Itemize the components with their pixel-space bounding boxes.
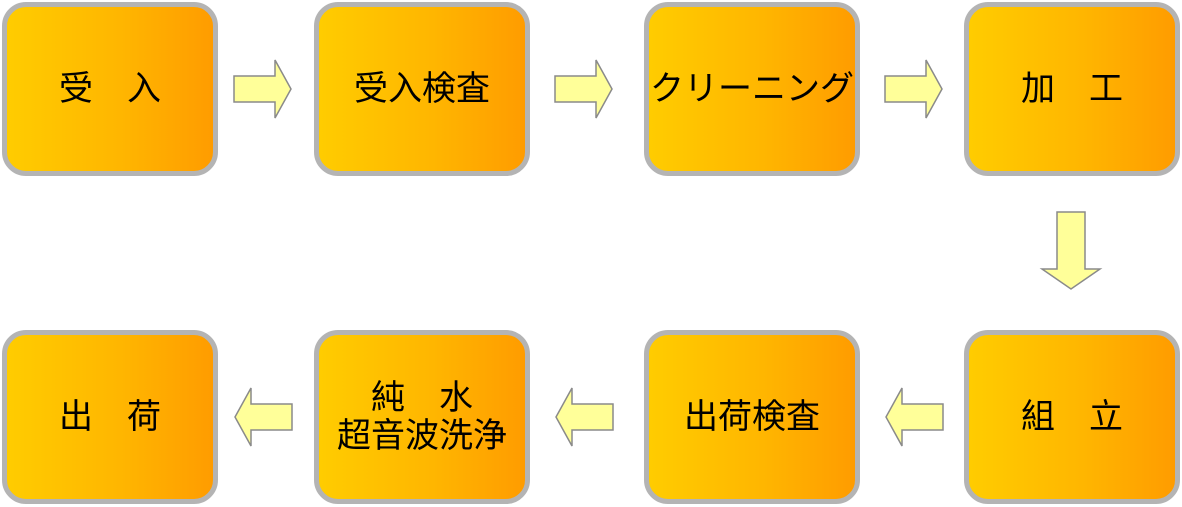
step-label-shipping-inspection: 出荷検査 (684, 397, 820, 437)
step-box-shipping: 出 荷 (2, 330, 218, 504)
arrow-left-icon (555, 387, 614, 447)
step-label-shipping: 出 荷 (59, 397, 161, 437)
step-box-receiving-inspection: 受入検査 (314, 2, 530, 176)
step-label-processing: 加 工 (1021, 69, 1123, 109)
arrow-down-icon (1039, 211, 1103, 290)
step-box-ultrasonic-cleaning: 純 水 超音波洗浄 (314, 330, 530, 504)
arrow-left-icon (885, 387, 944, 447)
step-label-cleaning: クリーニング (650, 69, 854, 109)
step-label-ultrasonic-cleaning: 純 水 超音波洗浄 (337, 378, 507, 456)
arrow-right-icon (554, 59, 613, 119)
arrow-right-icon (233, 59, 292, 119)
step-label-receiving: 受 入 (59, 69, 161, 109)
arrow-left-icon (234, 387, 293, 447)
step-box-shipping-inspection: 出荷検査 (644, 330, 860, 504)
step-box-processing: 加 工 (964, 2, 1180, 176)
step-box-receiving: 受 入 (2, 2, 218, 176)
arrow-right-icon (884, 59, 943, 119)
step-box-cleaning: クリーニング (644, 2, 860, 176)
step-label-receiving-inspection: 受入検査 (354, 69, 490, 109)
step-box-assembly: 組 立 (964, 330, 1180, 504)
step-label-assembly: 組 立 (1021, 397, 1123, 437)
